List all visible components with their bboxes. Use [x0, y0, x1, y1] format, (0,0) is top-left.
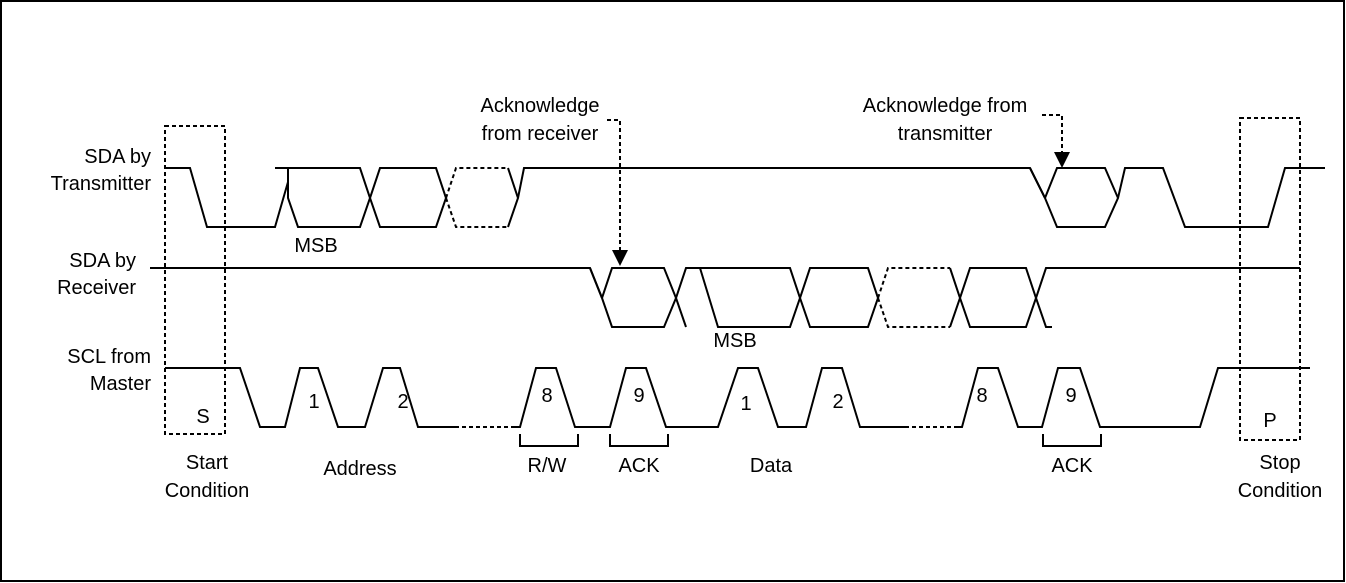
svg-text:SDA by: SDA by	[84, 146, 151, 168]
msb-address-label: MSB	[294, 235, 337, 257]
svg-text:Master: Master	[90, 373, 151, 395]
phase-start-condition: Start Condition	[165, 452, 250, 502]
start-condition-box	[164, 125, 226, 435]
clock-address-8: 8	[541, 385, 552, 407]
scl-master-waveform	[165, 367, 1310, 428]
clock-address-2: 2	[397, 391, 408, 413]
msb-data-label: MSB	[713, 330, 756, 352]
ack-transmitter-arrow	[1042, 114, 1070, 168]
label-sda-receiver: SDA by Receiver	[57, 250, 136, 299]
svg-text:SCL from: SCL from	[67, 346, 151, 368]
ack-from-transmitter-label: Acknowledge from transmitter	[863, 95, 1028, 145]
label-sda-transmitter: SDA by Transmitter	[51, 146, 152, 195]
svg-text:SDA by: SDA by	[69, 250, 136, 272]
svg-text:Transmitter: Transmitter	[51, 173, 152, 195]
stop-condition-box	[1239, 117, 1301, 441]
phase-stop-condition: Stop Condition	[1238, 452, 1323, 502]
sda-transmitter-waveform	[165, 167, 1325, 228]
clock-address-1: 1	[308, 391, 319, 413]
stop-marker: P	[1263, 410, 1276, 432]
svg-text:Start: Start	[186, 452, 229, 474]
clock-data-2: 2	[832, 391, 843, 413]
start-marker: S	[196, 406, 209, 428]
svg-text:Acknowledge from: Acknowledge from	[863, 95, 1028, 117]
svg-text:Condition: Condition	[165, 480, 250, 502]
svg-text:Stop: Stop	[1259, 452, 1300, 474]
label-scl-master: SCL from Master	[67, 346, 151, 395]
clock-data-8: 8	[976, 385, 987, 407]
clock-address-9: 9	[633, 385, 644, 407]
sda-receiver-waveform	[150, 267, 1300, 328]
svg-text:from receiver: from receiver	[482, 123, 599, 145]
phase-address: Address	[323, 458, 396, 480]
svg-text:Condition: Condition	[1238, 480, 1323, 502]
ack-receiver-arrow	[607, 119, 628, 266]
svg-text:Acknowledge: Acknowledge	[481, 95, 600, 117]
ack-from-receiver-label: Acknowledge from receiver	[481, 95, 600, 145]
clock-numbers: 1 2 8 9 1 2 8 9	[308, 385, 1076, 415]
brackets	[519, 434, 1102, 447]
phase-data: Data	[750, 455, 793, 477]
phase-rw: R/W	[528, 455, 567, 477]
svg-text:transmitter: transmitter	[898, 123, 993, 145]
clock-data-1: 1	[740, 393, 751, 415]
phase-ack-1: ACK	[618, 455, 660, 477]
svg-text:Receiver: Receiver	[57, 277, 136, 299]
phase-ack-2: ACK	[1051, 455, 1093, 477]
clock-data-9: 9	[1065, 385, 1076, 407]
